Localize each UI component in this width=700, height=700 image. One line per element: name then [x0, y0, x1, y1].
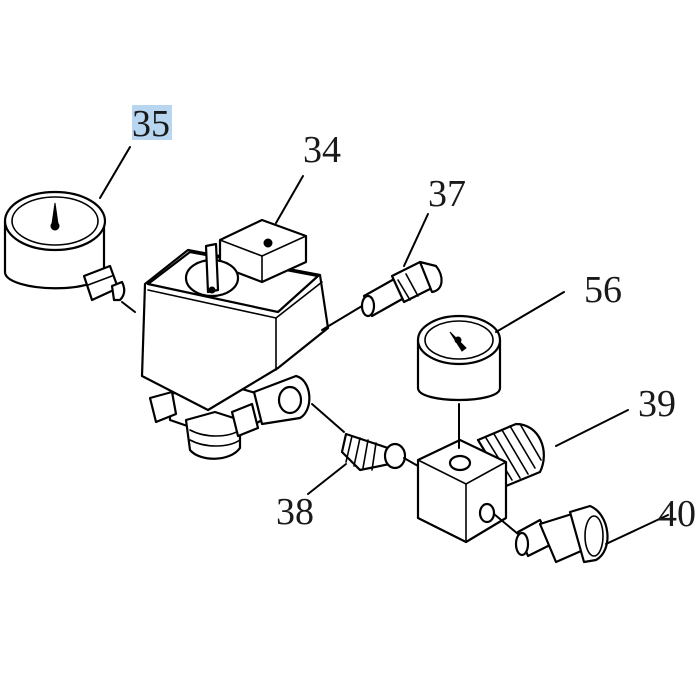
- leader-35: [99, 146, 131, 199]
- leader-lines: [99, 146, 669, 545]
- leader-40: [605, 514, 669, 545]
- leader-34: [275, 175, 304, 224]
- leader-37-connect: [321, 305, 363, 331]
- leader-39: [555, 409, 629, 447]
- part-35-pressure-gauge: [3, 190, 126, 302]
- callout-35-highlight: [132, 105, 172, 140]
- callout-37[interactable]: 37: [428, 173, 466, 215]
- callout-35[interactable]: 35: [132, 103, 170, 145]
- part-56-pressure-gauge: [416, 314, 502, 402]
- leader-35-connect: [121, 301, 136, 313]
- leader-56: [495, 291, 565, 333]
- callout-39[interactable]: 39: [638, 383, 676, 425]
- part-34-pressure-switch: [140, 218, 330, 460]
- callout-38[interactable]: 38: [276, 491, 314, 533]
- part-37-unloader-fitting: [360, 260, 443, 318]
- callout-40[interactable]: 40: [658, 493, 696, 535]
- leader-38: [307, 463, 347, 495]
- leader-37: [403, 213, 429, 267]
- callouts: 35 34 37 56 39 38 40: [132, 103, 696, 535]
- leader-40-connect: [493, 513, 519, 535]
- part-39-pressure-regulator: [416, 422, 545, 544]
- leader-38-connect-left: [311, 403, 345, 433]
- callout-34[interactable]: 34: [303, 129, 341, 171]
- part-38-threaded-nipple: [340, 432, 407, 472]
- callout-56[interactable]: 56: [584, 269, 622, 311]
- part-40-quick-coupler: [514, 504, 609, 564]
- leader-38-connect-right: [403, 457, 419, 467]
